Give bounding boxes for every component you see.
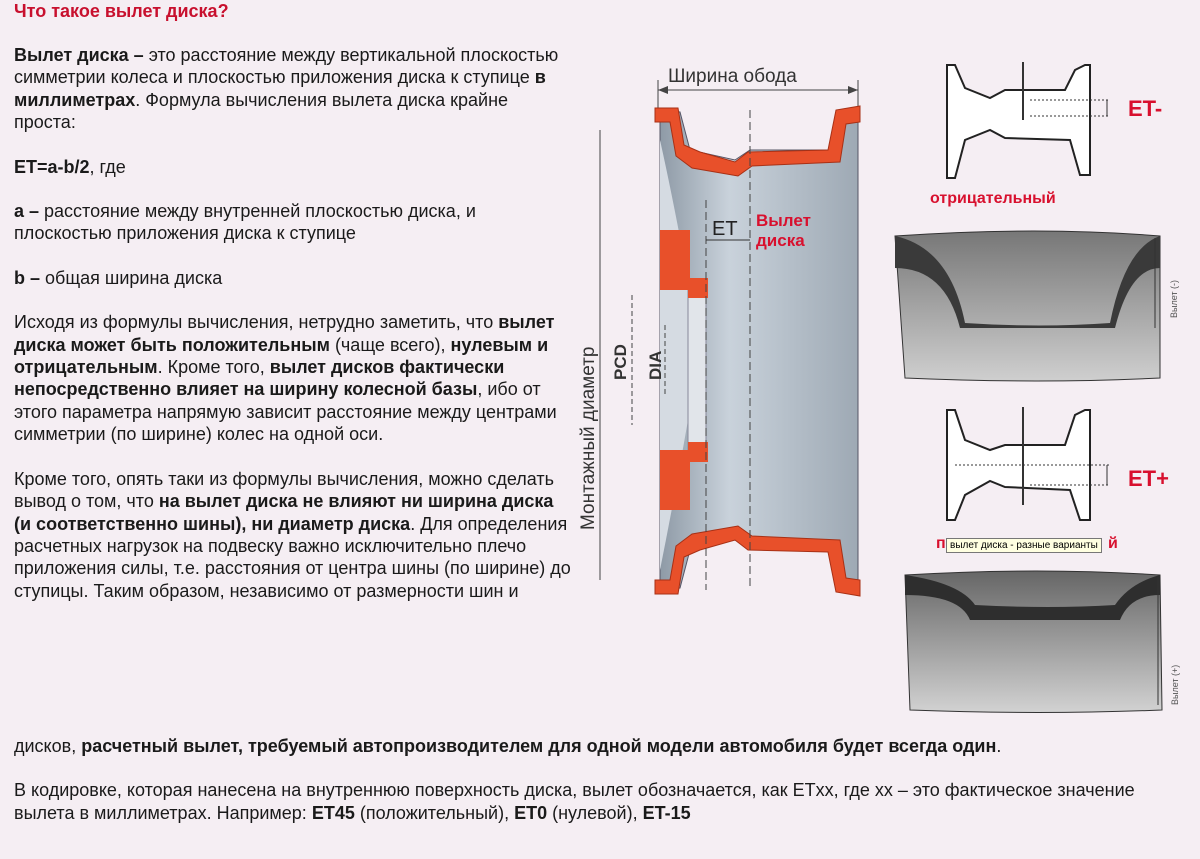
et-minus-label: ET- [1128,96,1163,121]
offset-label-line1: Вылет [756,211,811,230]
et-label: ET [712,218,738,240]
bold-fragment: расчетный вылет, требуемый автопроизводи… [81,736,997,756]
text-fragment: Исходя из формулы вычисления, нетрудно з… [14,312,499,333]
text-fragment: . Формула вычисления вылета диска крайне… [14,89,509,133]
hub-section [687,289,707,451]
paragraph-a: a – расстояние между внутренней плоскост… [14,200,574,245]
paragraph-conclusion: Кроме того, опять таки из формулы вычисл… [14,468,574,602]
bolt-hole-top [688,278,708,298]
bold-fragment: ET-15 [642,802,691,823]
mount-diameter-label: Монтажный диаметр [578,347,599,530]
offset-plus-vertical-label: Вылет (+) [1170,665,1180,705]
text-fragment: В кодировке, которая нанесена на внутрен… [14,780,1135,823]
text-fragment: общая ширина диска [40,267,223,288]
bold-fragment: ET0 [514,802,548,823]
text-fragment: (чаще всего), [329,334,451,355]
et-minus-diagram [946,62,1110,179]
arrow-icon [658,86,668,94]
text-fragment: . Для определения расчетных нагрузок на … [14,513,571,601]
term-offset: Вылет диска – [14,45,144,65]
text-fragment: (нулевой), [547,802,643,823]
rim-profile-top [654,105,861,177]
negative-caption: отрицательный [930,190,1056,207]
paragraph-encoding: В кодировке, которая нанесена на внутрен… [14,779,1189,824]
rim-cross-section-diagram: Ширина обода ET Вылет диска Монтажный ди… [578,66,861,597]
pcd-label: PCD [611,344,630,380]
rim-outline [946,409,1091,521]
paragraph-b: b – общая ширина диска [14,267,574,289]
arrow-icon [848,86,858,94]
main-text-column: Вылет диска – это расстояние между верти… [14,44,574,624]
offset-label-line2: диска [756,231,805,250]
text-fragment: , где [89,156,126,177]
paragraph-types: Исходя из формулы вычисления, нетрудно з… [14,311,574,445]
text-fragment: это расстояние между вертикальной плоско… [14,45,559,88]
bolt-hole-bottom [688,442,708,462]
text-fragment: расстояние между внутренней плоскостью д… [14,201,476,244]
rim-body [894,230,1161,382]
paragraph-conclusion-continued: дисков, расчетный вылет, требуемый автоп… [14,735,1189,757]
positive-caption-end: й [1108,535,1118,552]
text-fragment: дисков, [14,736,82,756]
text-fragment: . [996,736,1002,756]
text-fragment: . Кроме того, [157,357,270,378]
image-tooltip: вылет диска - разные варианты [946,538,1102,553]
bold-fragment: вылет дисков фактически непосредственно … [14,357,505,400]
paragraph-definition: Вылет диска – это расстояние между верти… [14,44,574,134]
bold-fragment: нулевым и отрицательным [14,334,549,378]
rim-inner [905,575,1160,620]
paragraph-formula: ET=a-b/2, где [14,156,574,178]
positive-offset-render: Вылет (+) [904,570,1180,713]
rim-outline [946,64,1091,179]
page-title: Что такое вылет диска? [14,1,229,21]
bold-fragment: вылет диска может быть положительным [14,312,555,355]
text-fragment: (положительный), [354,802,515,823]
negative-offset-render: Вылет (-) [894,230,1179,382]
hub-flange-top [660,230,690,290]
text-fragment: Кроме того, опять таки из формулы вычисл… [14,468,555,512]
term-a: a – [14,201,40,222]
dia-label: DIA [646,351,665,380]
rim-width-label: Ширина обода [668,66,797,87]
text-fragment: , ибо от этого параметра напрямую зависи… [14,379,557,445]
term-b: b – [14,267,41,288]
hub-flange-bottom [660,450,690,510]
wide-text-block: дисков, расчетный вылет, требуемый автоп… [14,735,1189,846]
formula: ET=a-b/2 [14,156,90,177]
et-plus-label: ET+ [1128,466,1169,491]
rim-inner [895,236,1160,328]
bold-fragment: в миллиметрах [14,67,546,110]
bold-fragment: ET45 [311,802,355,823]
positive-caption-start: п [936,535,946,552]
offset-minus-vertical-label: Вылет (-) [1169,280,1179,318]
et-plus-diagram [946,407,1110,521]
bold-fragment: на вылет диска не влияют ни ширина диска… [14,491,554,534]
